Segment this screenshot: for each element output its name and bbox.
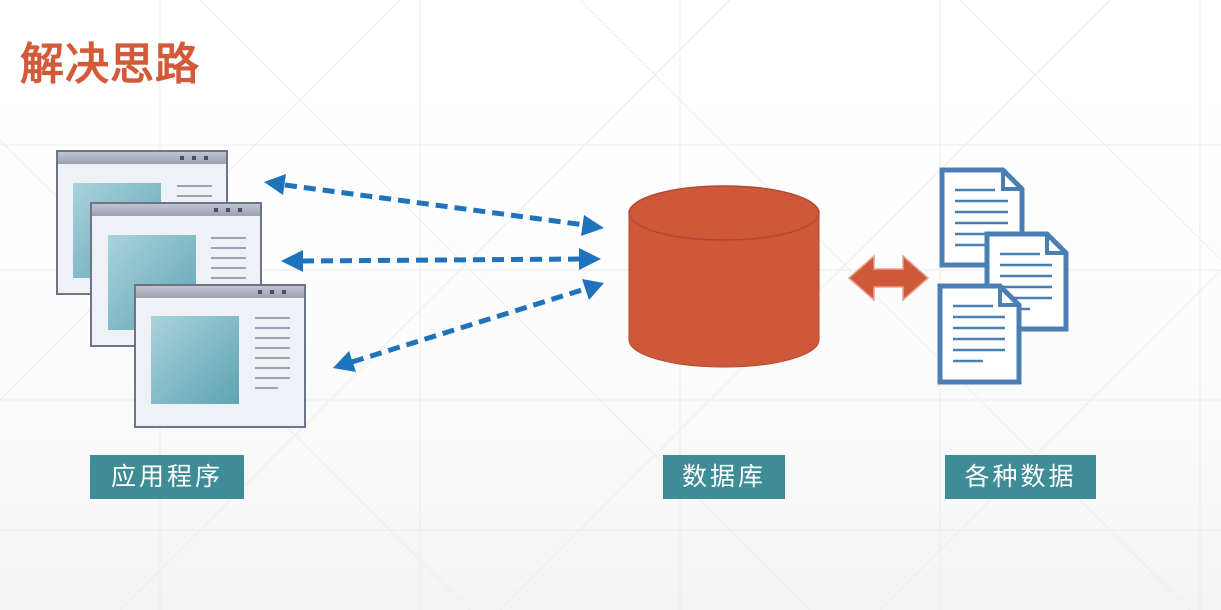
document-3 <box>937 283 1022 385</box>
dashed-arrow-bottom <box>333 279 604 372</box>
app-window-3 <box>134 284 306 428</box>
slide-title: 解决思路 <box>20 39 200 90</box>
dashed-arrows <box>264 174 604 372</box>
dashed-arrow-top <box>264 174 604 236</box>
database-cylinder-icon <box>628 185 820 368</box>
data-sources-label: 各种数据 <box>945 455 1096 499</box>
applications-label: 应用程序 <box>90 455 244 499</box>
database-label: 数据库 <box>663 455 785 499</box>
double-arrow-icon <box>847 254 930 302</box>
application-window-icon <box>56 150 306 428</box>
dashed-arrow-middle <box>281 248 601 272</box>
document-stack-icon <box>937 167 1069 385</box>
